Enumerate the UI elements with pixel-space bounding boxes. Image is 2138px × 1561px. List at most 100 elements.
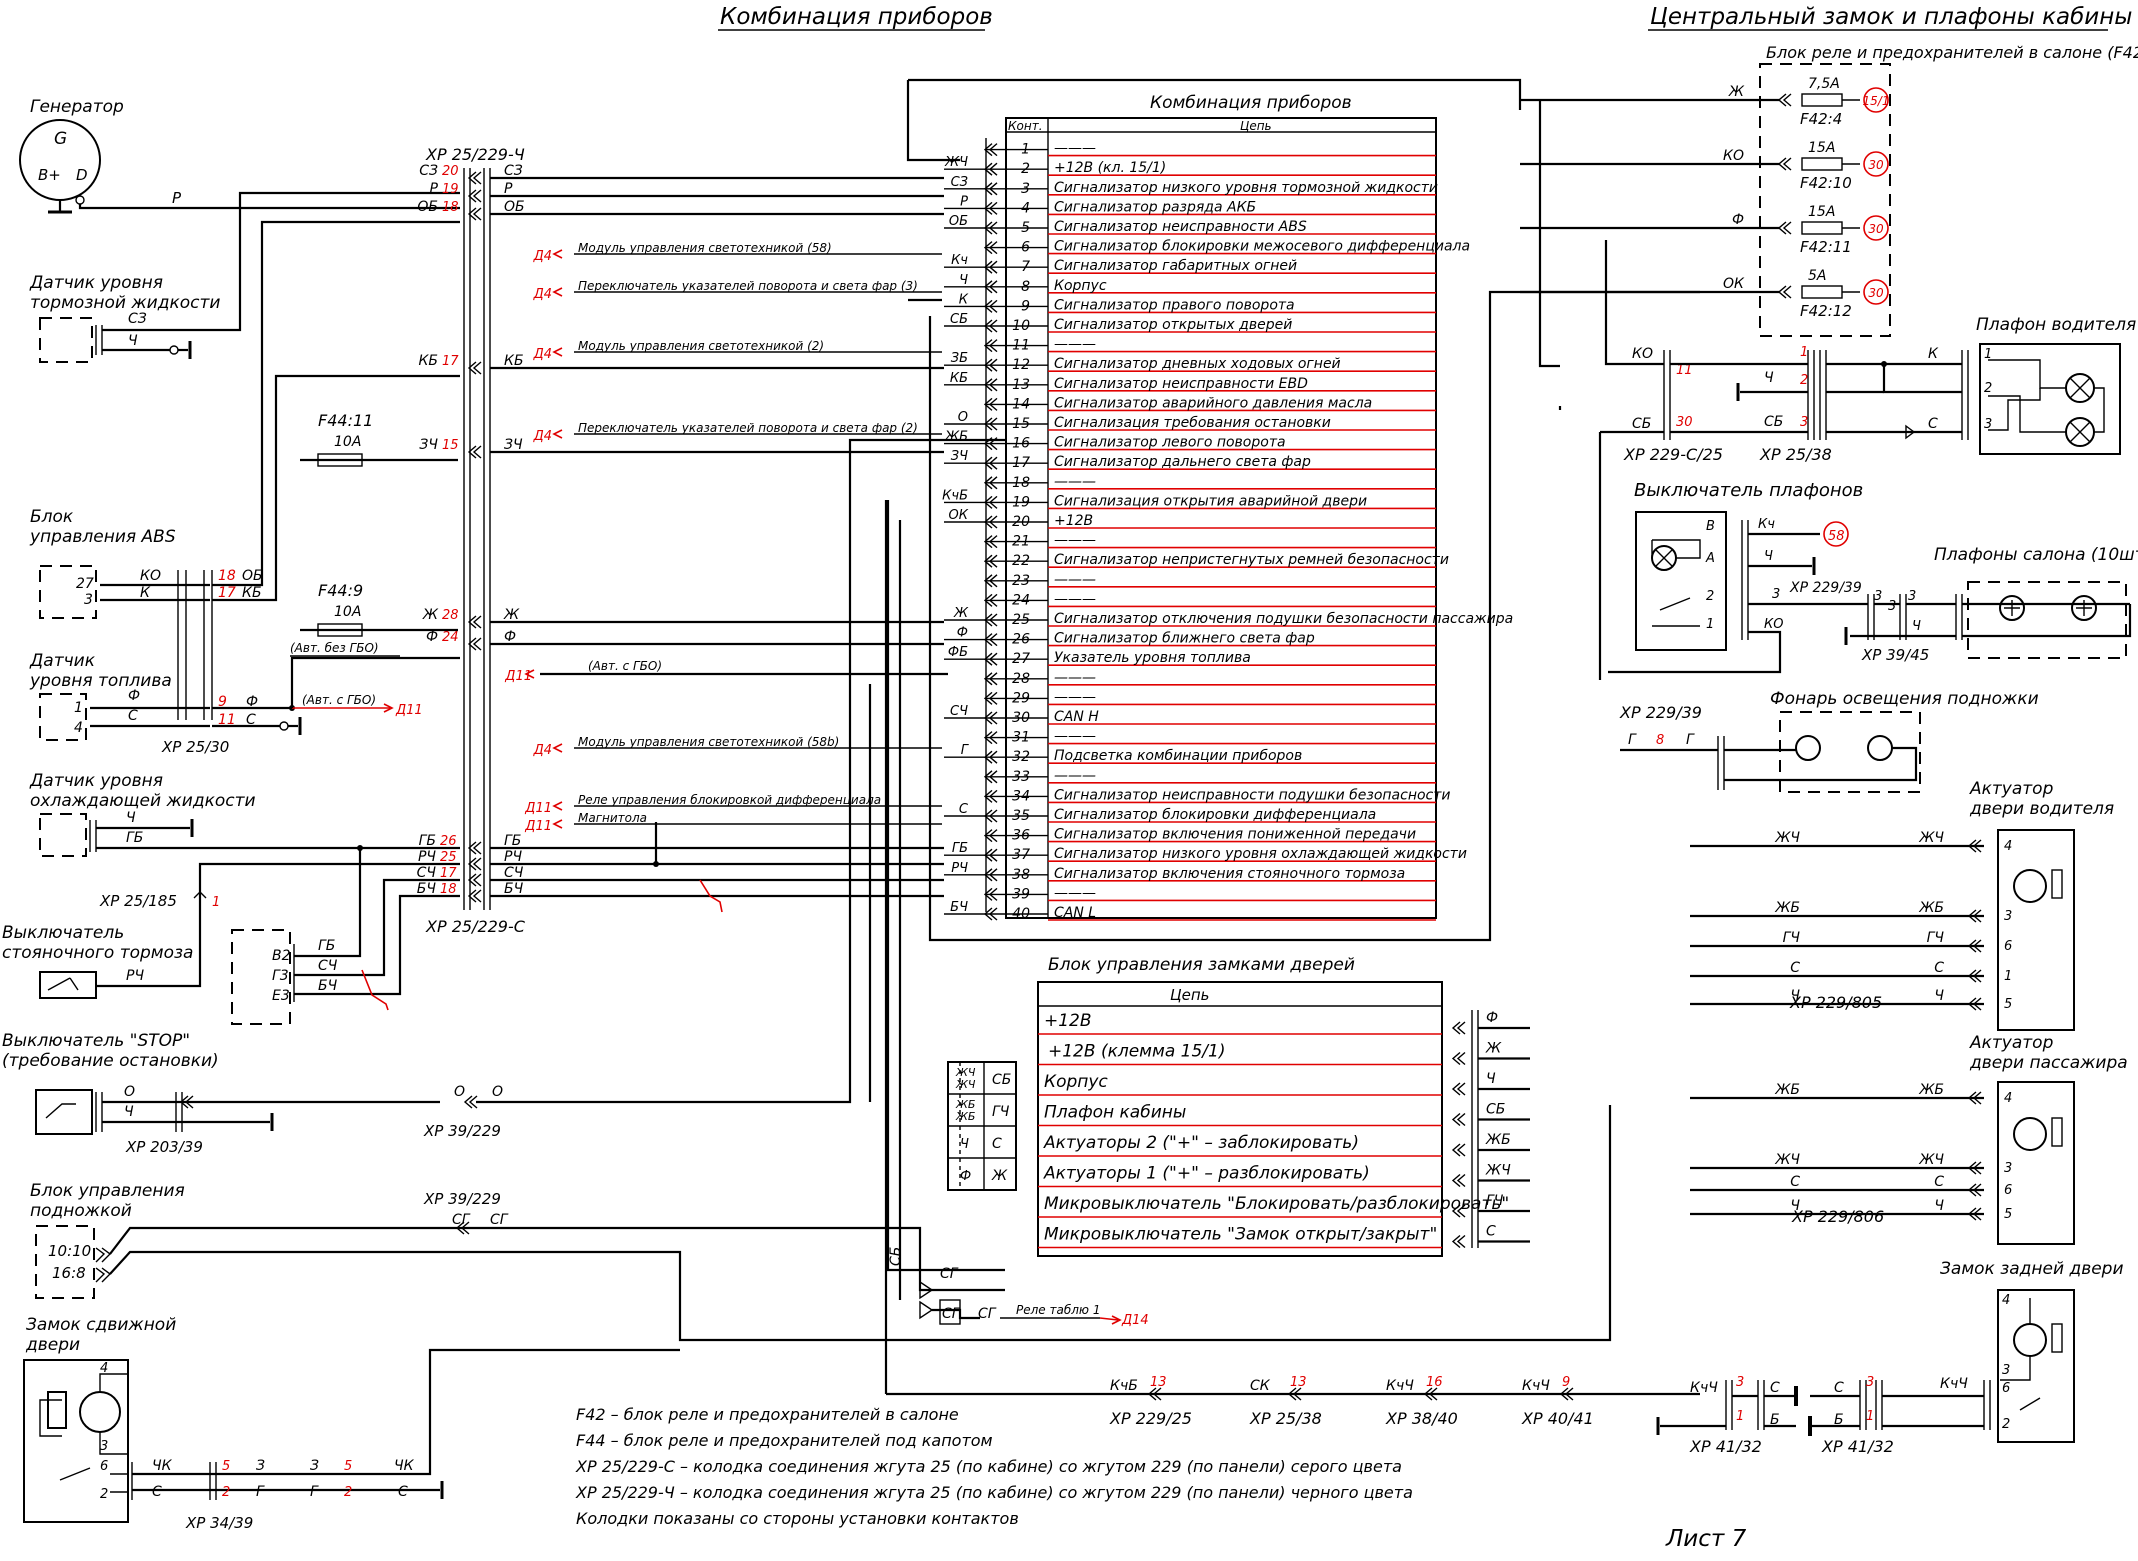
cluster-pin: 38	[1012, 867, 1030, 883]
xp39-name: XP 39/229	[423, 1122, 501, 1140]
sliding-w3b: З	[310, 1458, 319, 1474]
cluster-circuit: Сигнализатор включения стояночного тормо…	[1054, 866, 1405, 882]
xpch-pin: 28	[442, 608, 459, 623]
act-p-conn: XP 229/806	[1791, 1207, 1884, 1226]
cluster-circuit: Сигнализатор отключения подушки безопасн…	[1054, 611, 1513, 627]
cluster-circuit: Подсветка комбинации приборов	[1054, 748, 1302, 764]
door-unit-wire: ГЧ	[1486, 1193, 1504, 1209]
xpch-right-wire: ЗЧ	[504, 437, 523, 453]
cluster-circuit: ———	[1054, 337, 1096, 353]
f42-rating: 15А	[1808, 204, 1835, 220]
act-p-wire-left: С	[1790, 1174, 1800, 1190]
cluster-circuit: Сигнализатор неисправности ABS	[1054, 219, 1307, 235]
xps-right-wire: СЧ	[504, 865, 524, 881]
xpch-pin: 15	[442, 438, 459, 453]
parking-title2: стояночного тормоза	[2, 943, 193, 963]
chain-pin: 9	[1562, 1375, 1570, 1390]
switch-title: Выключатель плафонов	[1634, 480, 1863, 501]
note-ref: Д4	[533, 287, 552, 302]
cluster-circuit: ———	[1054, 533, 1096, 549]
f42-title: Блок реле и предохранителей в салоне (F4…	[1766, 43, 2138, 62]
cluster-circuit: Сигнализатор дневных ходовых огней	[1054, 356, 1341, 372]
cluster-pin: 15	[1012, 416, 1030, 432]
act-d-pin: 5	[2004, 997, 2012, 1012]
cluster-wire: КБ	[950, 371, 968, 386]
cluster-circuit: Сигнализатор низкого уровня охлаждающей …	[1054, 846, 1467, 862]
sliding-p4: 4	[100, 1361, 108, 1376]
f44-9-rating: 10А	[334, 604, 361, 620]
cluster-circuit: ———	[1054, 572, 1096, 588]
br-w-kch: КчЧ	[1690, 1380, 1718, 1396]
note-ref-d11: Д11	[504, 669, 532, 684]
fuel-p2: 4	[74, 720, 83, 736]
sg-ref: Д14	[1121, 1313, 1149, 1328]
f42-wire: Ф	[1732, 212, 1744, 228]
dl-p3: 3	[1800, 415, 1808, 430]
legend-line: XP 25/229-С – колодка соединения жгута 2…	[575, 1457, 1402, 1476]
cluster-circuit: Сигнализатор неисправности EBD	[1054, 376, 1308, 392]
step-lamp-p8: 8	[1656, 733, 1664, 748]
door-unit-col: Цепь	[1170, 986, 1210, 1004]
br-p3a: 3	[1736, 1375, 1744, 1390]
stop-title1: Выключатель "STOP"	[2, 1031, 190, 1051]
brake-w1: СЗ	[128, 311, 147, 327]
xpch-right-wire: СЗ	[504, 163, 523, 179]
act-d-wire: ГЧ	[1927, 930, 1945, 946]
cluster-pin: 10	[1012, 318, 1030, 334]
abs-w18: ОБ	[242, 568, 263, 584]
sub-w3: БЧ	[318, 978, 338, 994]
xpch-left-wire: Р	[430, 181, 439, 197]
xpch-pin: 20	[442, 164, 459, 179]
sliding-title2: двери	[25, 1335, 80, 1355]
act-d-wire-left: ГЧ	[1783, 930, 1801, 946]
ls-p2: 2	[1706, 589, 1714, 604]
legend-line: F42 – блок реле и предохранителей в сало…	[576, 1405, 959, 1424]
coolant-w2: ГБ	[126, 830, 143, 846]
sliding-p2b: 2	[344, 1485, 352, 1500]
dl-pin3: 3	[1984, 417, 1992, 432]
cmap-a: Ч	[960, 1137, 969, 1152]
abs-w1: КО	[140, 568, 161, 584]
cluster-col-pin: Конт.	[1008, 119, 1043, 133]
f44-11-name: F44:11	[318, 411, 373, 430]
chain-wire: КчБ	[1110, 1378, 1138, 1394]
legend-line: Колодки показаны со стороны установки ко…	[576, 1509, 1019, 1528]
act-d-wire-left: С	[1790, 960, 1800, 976]
xpch-right-wire: Ф	[504, 629, 516, 645]
sg-label1: СГ	[452, 1212, 471, 1228]
br-wb: Б	[1770, 1412, 1780, 1428]
sg-sb: СБ	[888, 1247, 904, 1266]
cluster-circuit: Сигнализатор аварийного давления масла	[1054, 395, 1372, 411]
salon-conn2: XP 39/45	[1861, 646, 1929, 664]
sliding-p5: 5	[222, 1459, 230, 1474]
cluster-pin: 35	[1012, 808, 1030, 824]
cluster-circuit: Указатель уровня топлива	[1054, 650, 1251, 666]
act-p-wire-left: ЖБ	[1774, 1082, 1800, 1098]
xp39-w1: О	[454, 1084, 465, 1100]
f42-wire: Ж	[1728, 84, 1745, 100]
sub-w1: ГБ	[318, 938, 335, 954]
act-p-wire: ЖБ	[1918, 1082, 1944, 1098]
cmap-a: ЖБ	[955, 1098, 975, 1111]
sliding-p2r: 2	[222, 1485, 230, 1500]
legend-line: F44 – блок реле и предохранителей под ка…	[576, 1431, 993, 1450]
xps-pin: 17	[440, 866, 457, 881]
cluster-pin: 14	[1012, 396, 1030, 412]
rear-title: Замок задней двери	[1940, 1259, 2124, 1279]
sliding-w3: З	[256, 1458, 265, 1474]
door-unit-wire: С	[1486, 1224, 1496, 1240]
cluster-col-circuit: Цепь	[1240, 119, 1272, 133]
cluster-pin: 28	[1012, 671, 1030, 687]
act-d-wire-left: Ч	[1790, 988, 1800, 1004]
driver-lamp-title: Плафон водителя	[1976, 315, 2136, 335]
act-d-pin: 4	[2004, 839, 2012, 854]
xpch-left-wire: Ж	[422, 607, 439, 623]
act-p-wire: Ч	[1934, 1198, 1944, 1214]
cluster-pin: 3	[1021, 181, 1030, 197]
cluster-pin: 30	[1012, 710, 1030, 726]
door-unit-circuit: Корпус	[1044, 1072, 1108, 1092]
cluster-circuit: CAN L	[1054, 905, 1096, 921]
